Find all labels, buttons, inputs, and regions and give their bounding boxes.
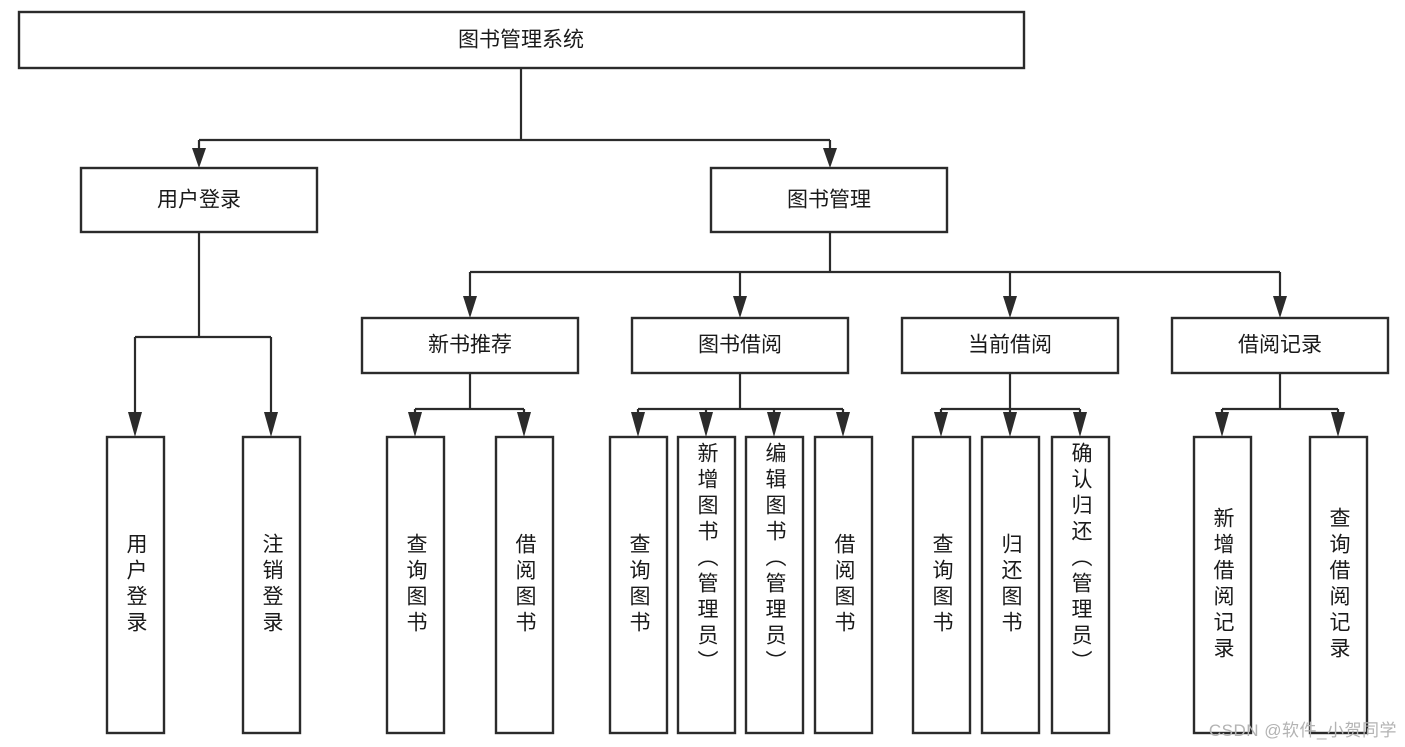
leaf-box-query-book-cb[interactable] — [911, 435, 972, 735]
arrow-head-icon — [767, 412, 781, 437]
arrow-head-icon — [836, 412, 850, 437]
leaf-box-query-book-bb[interactable] — [608, 435, 669, 735]
arrow-head-icon — [1073, 412, 1087, 437]
leaf-box-edit-book-admin[interactable] — [744, 435, 805, 735]
connector-new-book-to-leaves — [408, 373, 531, 437]
arrow-head-icon — [1331, 412, 1345, 437]
leaf-box-confirm-return-admin[interactable] — [1050, 435, 1111, 735]
node-root-label: 图书管理系统 — [458, 29, 584, 52]
arrow-head-icon — [192, 148, 206, 168]
connector-user-login-to-leaves — [128, 232, 278, 437]
leaf-box-query-borrow-record[interactable] — [1308, 435, 1369, 735]
arrow-head-icon — [1003, 412, 1017, 437]
leaf-box-query-book-nb[interactable] — [385, 435, 446, 735]
connector-current-borrow-to-leaves — [934, 373, 1087, 437]
arrow-head-icon — [408, 412, 422, 437]
connector-root-to-level2 — [192, 68, 837, 168]
arrow-head-icon — [264, 412, 278, 437]
node-book-management[interactable]: 图书管理 — [709, 166, 949, 234]
arrow-head-icon — [517, 412, 531, 437]
node-book-borrow-label: 图书借阅 — [698, 334, 782, 357]
leaf-box-user-login[interactable] — [105, 435, 166, 735]
node-user-login[interactable]: 用户登录 — [79, 166, 319, 234]
arrow-head-icon — [699, 412, 713, 437]
node-root[interactable]: 图书管理系统 — [17, 10, 1026, 70]
arrow-head-icon — [1003, 296, 1017, 318]
node-new-book-recommend-label: 新书推荐 — [428, 334, 512, 357]
connector-borrow-record-to-leaves — [1215, 373, 1345, 437]
arrow-head-icon — [463, 296, 477, 318]
leaf-box-add-book-admin[interactable] — [676, 435, 737, 735]
leaf-box-borrow-book-bb[interactable] — [813, 435, 874, 735]
leaf-box-add-borrow-record[interactable] — [1192, 435, 1253, 735]
leaf-box-return-book[interactable] — [980, 435, 1041, 735]
node-user-login-label: 用户登录 — [157, 189, 241, 212]
arrow-head-icon — [631, 412, 645, 437]
arrow-head-icon — [823, 148, 837, 168]
node-borrow-record-label: 借阅记录 — [1238, 334, 1322, 357]
connector-book-borrow-to-leaves — [631, 373, 850, 437]
arrow-head-icon — [128, 412, 142, 437]
arrow-head-icon — [1215, 412, 1229, 437]
leaf-box-borrow-book-nb[interactable] — [494, 435, 555, 735]
connector-book-mgmt-to-level3 — [463, 232, 1287, 318]
arrow-head-icon — [1273, 296, 1287, 318]
node-book-borrow[interactable]: 图书借阅 — [630, 316, 850, 375]
node-borrow-record[interactable]: 借阅记录 — [1170, 316, 1390, 375]
csdn-watermark: CSDN @软件_小贺同学 — [1208, 721, 1397, 740]
arrow-head-icon — [733, 296, 747, 318]
node-new-book-recommend[interactable]: 新书推荐 — [360, 316, 580, 375]
arrow-head-icon — [934, 412, 948, 437]
leaf-box-logout[interactable] — [241, 435, 302, 735]
node-current-borrow-label: 当前借阅 — [968, 334, 1052, 357]
node-book-management-label: 图书管理 — [787, 189, 871, 212]
node-current-borrow[interactable]: 当前借阅 — [900, 316, 1120, 375]
